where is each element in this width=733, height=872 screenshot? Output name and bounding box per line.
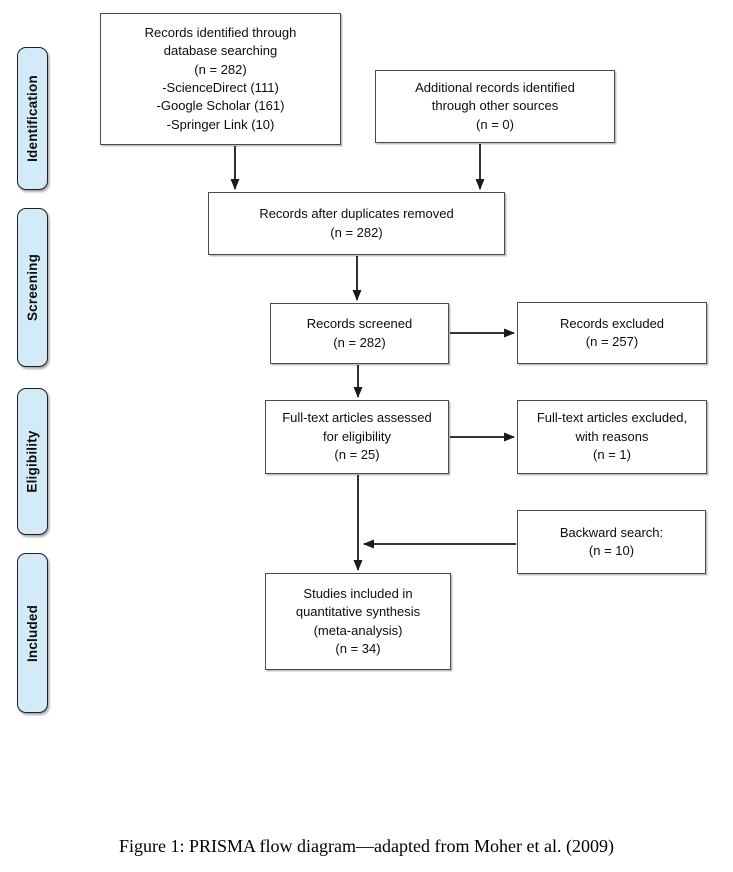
- stage-eligibility: Eligibility: [17, 388, 48, 535]
- box-line: Records screened: [306, 316, 413, 332]
- figure-caption: Figure 1: PRISMA flow diagram—adapted fr…: [119, 836, 614, 856]
- box-line: (meta-analysis): [313, 622, 403, 638]
- box-line: (n = 282): [330, 224, 383, 240]
- box-line: database searching: [163, 43, 278, 59]
- box-records-screened: Records screened (n = 282): [270, 303, 449, 364]
- box-line: -Springer Link (10): [166, 116, 275, 132]
- box-line: quantitative synthesis: [295, 604, 421, 620]
- box-line: (n = 257): [585, 334, 639, 349]
- box-fulltext-assessed: Full-text articles assessed for eligibil…: [265, 400, 449, 474]
- box-line: Records identified through: [144, 24, 297, 40]
- box-line: Records excluded: [559, 315, 665, 331]
- stage-identification-label: Identification: [25, 75, 40, 162]
- box-backward-search: Backward search: (n = 10): [517, 510, 706, 574]
- stage-identification: Identification: [17, 47, 48, 190]
- stage-screening: Screening: [17, 208, 48, 367]
- box-line: Additional records identified: [415, 79, 575, 95]
- box-line: (n = 282): [333, 334, 386, 350]
- box-line: (n = 1): [593, 447, 631, 463]
- box-line: with reasons: [575, 428, 649, 444]
- box-line: Full-text articles excluded,: [536, 410, 688, 426]
- stage-included: Included: [17, 553, 48, 713]
- box-line: Full-text articles assessed: [282, 410, 432, 426]
- box-duplicates-removed: Records after duplicates removed (n = 28…: [208, 192, 505, 255]
- box-records-excluded: Records excluded (n = 257): [517, 302, 707, 364]
- stage-screening-label: Screening: [25, 253, 41, 322]
- box-line: Backward search:: [559, 524, 664, 540]
- box-line: (n = 0): [476, 116, 514, 132]
- box-line: -ScienceDirect (111): [162, 80, 279, 95]
- box-line: Records after duplicates removed: [259, 206, 454, 222]
- box-line: (n = 10): [588, 543, 635, 558]
- box-records-identified: Records identified through database sear…: [100, 13, 341, 145]
- box-line: (n = 25): [334, 447, 380, 463]
- box-fulltext-excluded: Full-text articles excluded, with reason…: [517, 400, 707, 474]
- box-line: for eligibility: [323, 428, 391, 444]
- box-additional-records: Additional records identified through ot…: [375, 70, 615, 143]
- box-line: Studies included in: [303, 585, 413, 601]
- stage-included-label: Included: [25, 604, 41, 662]
- box-line: -Google Scholar (161): [156, 98, 285, 114]
- box-studies-included: Studies included in quantitative synthes…: [265, 573, 451, 670]
- box-line: (n = 282): [194, 61, 247, 77]
- box-line: (n = 34): [335, 640, 381, 656]
- box-line: through other sources: [431, 98, 559, 114]
- stage-eligibility-label: Eligibility: [25, 430, 40, 493]
